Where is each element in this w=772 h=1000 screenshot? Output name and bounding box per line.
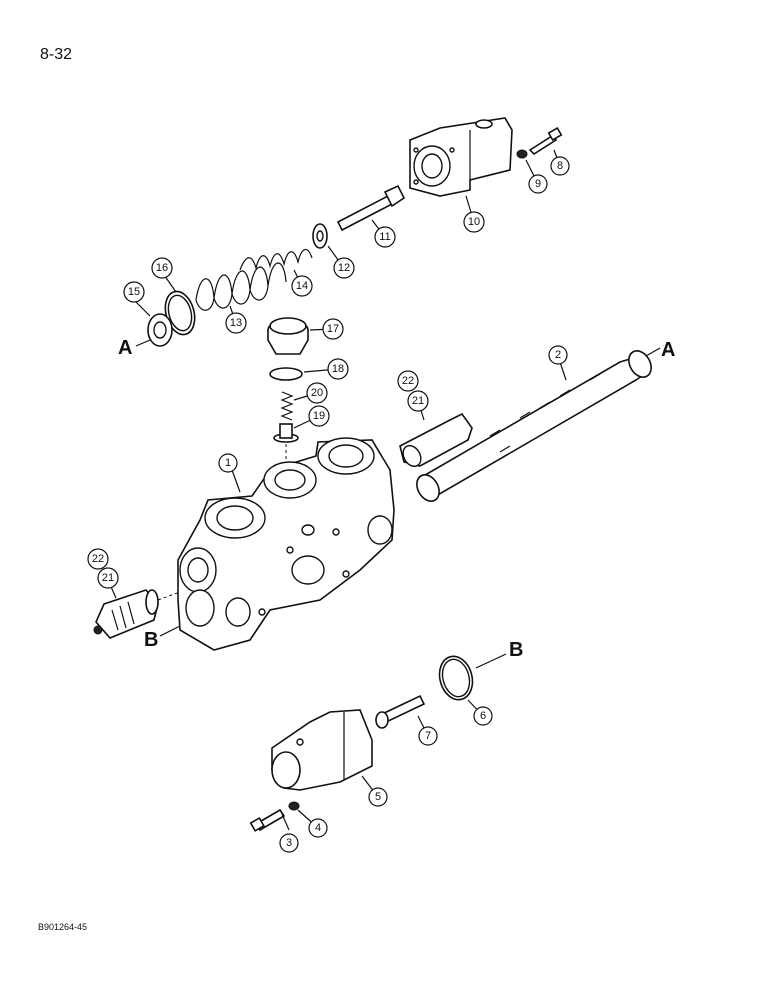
svg-text:3: 3 bbox=[286, 837, 292, 849]
svg-text:5: 5 bbox=[375, 791, 381, 803]
callout-11: 11 bbox=[374, 226, 396, 248]
callout-9: 9 bbox=[528, 174, 548, 194]
callout-2: 2 bbox=[548, 345, 568, 365]
svg-text:7: 7 bbox=[425, 730, 431, 742]
poppet bbox=[273, 423, 299, 443]
o-ring-lower bbox=[438, 655, 474, 701]
callout-15: 15 bbox=[123, 281, 145, 303]
svg-text:2: 2 bbox=[555, 349, 561, 361]
callout-18: 18 bbox=[327, 358, 349, 380]
callout-12: 12 bbox=[333, 257, 355, 279]
callout-20: 20 bbox=[306, 382, 328, 404]
callout-21-lower: 21 bbox=[97, 567, 119, 589]
relief-valve-lower bbox=[93, 589, 159, 639]
capscrew-top bbox=[528, 126, 563, 156]
check-spring bbox=[280, 391, 294, 421]
valve-section-body bbox=[177, 437, 395, 651]
callout-7: 7 bbox=[418, 726, 438, 746]
svg-text:9: 9 bbox=[535, 178, 541, 190]
svg-text:21: 21 bbox=[102, 572, 114, 584]
spool-bolt-lower bbox=[375, 694, 426, 729]
svg-text:17: 17 bbox=[327, 323, 339, 335]
reference-letter-b-left: B bbox=[144, 629, 158, 651]
svg-text:20: 20 bbox=[311, 387, 323, 399]
o-ring-plug bbox=[269, 367, 303, 381]
svg-text:14: 14 bbox=[296, 280, 308, 292]
spring-retainer bbox=[147, 313, 173, 347]
figure-code: B901264-45 bbox=[38, 922, 88, 932]
svg-text:12: 12 bbox=[338, 262, 350, 274]
inner-spring bbox=[239, 248, 313, 271]
outer-spring bbox=[195, 262, 287, 311]
callout-22-lower: 22 bbox=[87, 548, 109, 570]
o-ring-upper bbox=[164, 290, 196, 336]
callout-21-upper: 21 bbox=[407, 390, 429, 412]
svg-text:18: 18 bbox=[332, 363, 344, 375]
plug bbox=[267, 317, 309, 355]
svg-text:6: 6 bbox=[480, 710, 486, 722]
svg-text:19: 19 bbox=[313, 410, 325, 422]
callout-8: 8 bbox=[550, 156, 570, 176]
svg-text:15: 15 bbox=[128, 286, 140, 298]
callout-5: 5 bbox=[368, 787, 388, 807]
spool-bolt-top bbox=[336, 184, 406, 232]
spring-washer bbox=[312, 223, 328, 249]
lock-washer-lower bbox=[288, 801, 300, 811]
reference-letter-b-right: B bbox=[509, 639, 523, 661]
callout-1: 1 bbox=[218, 453, 238, 473]
callout-10: 10 bbox=[463, 211, 485, 233]
callout-17: 17 bbox=[322, 318, 344, 340]
capscrew-lower bbox=[249, 808, 286, 832]
svg-text:1: 1 bbox=[225, 457, 231, 469]
svg-text:22: 22 bbox=[402, 375, 414, 387]
callout-3: 3 bbox=[279, 833, 299, 853]
svg-text:8: 8 bbox=[557, 160, 563, 172]
svg-text:11: 11 bbox=[379, 231, 390, 243]
reference-letter-a-right: A bbox=[661, 339, 675, 361]
callout-19: 19 bbox=[308, 405, 330, 427]
svg-text:10: 10 bbox=[468, 216, 480, 228]
valve-spool bbox=[416, 350, 652, 502]
callout-14: 14 bbox=[291, 275, 313, 297]
svg-text:21: 21 bbox=[412, 395, 424, 407]
lock-washer-top bbox=[516, 149, 528, 159]
callout-13: 13 bbox=[225, 312, 247, 334]
page-number: 8-32 bbox=[40, 46, 73, 63]
svg-text:22: 22 bbox=[92, 553, 104, 565]
end-cap-housing-lower bbox=[271, 709, 373, 791]
end-cap-housing-top bbox=[409, 117, 513, 197]
relief-valve-upper bbox=[399, 412, 473, 468]
callout-6: 6 bbox=[473, 706, 493, 726]
callout-16: 16 bbox=[151, 257, 173, 279]
svg-text:4: 4 bbox=[315, 822, 321, 834]
callout-4: 4 bbox=[308, 818, 328, 838]
svg-text:13: 13 bbox=[230, 317, 242, 329]
svg-text:16: 16 bbox=[156, 262, 168, 274]
reference-letter-a-left: A bbox=[118, 337, 132, 359]
callout-22-upper: 22 bbox=[397, 370, 419, 392]
